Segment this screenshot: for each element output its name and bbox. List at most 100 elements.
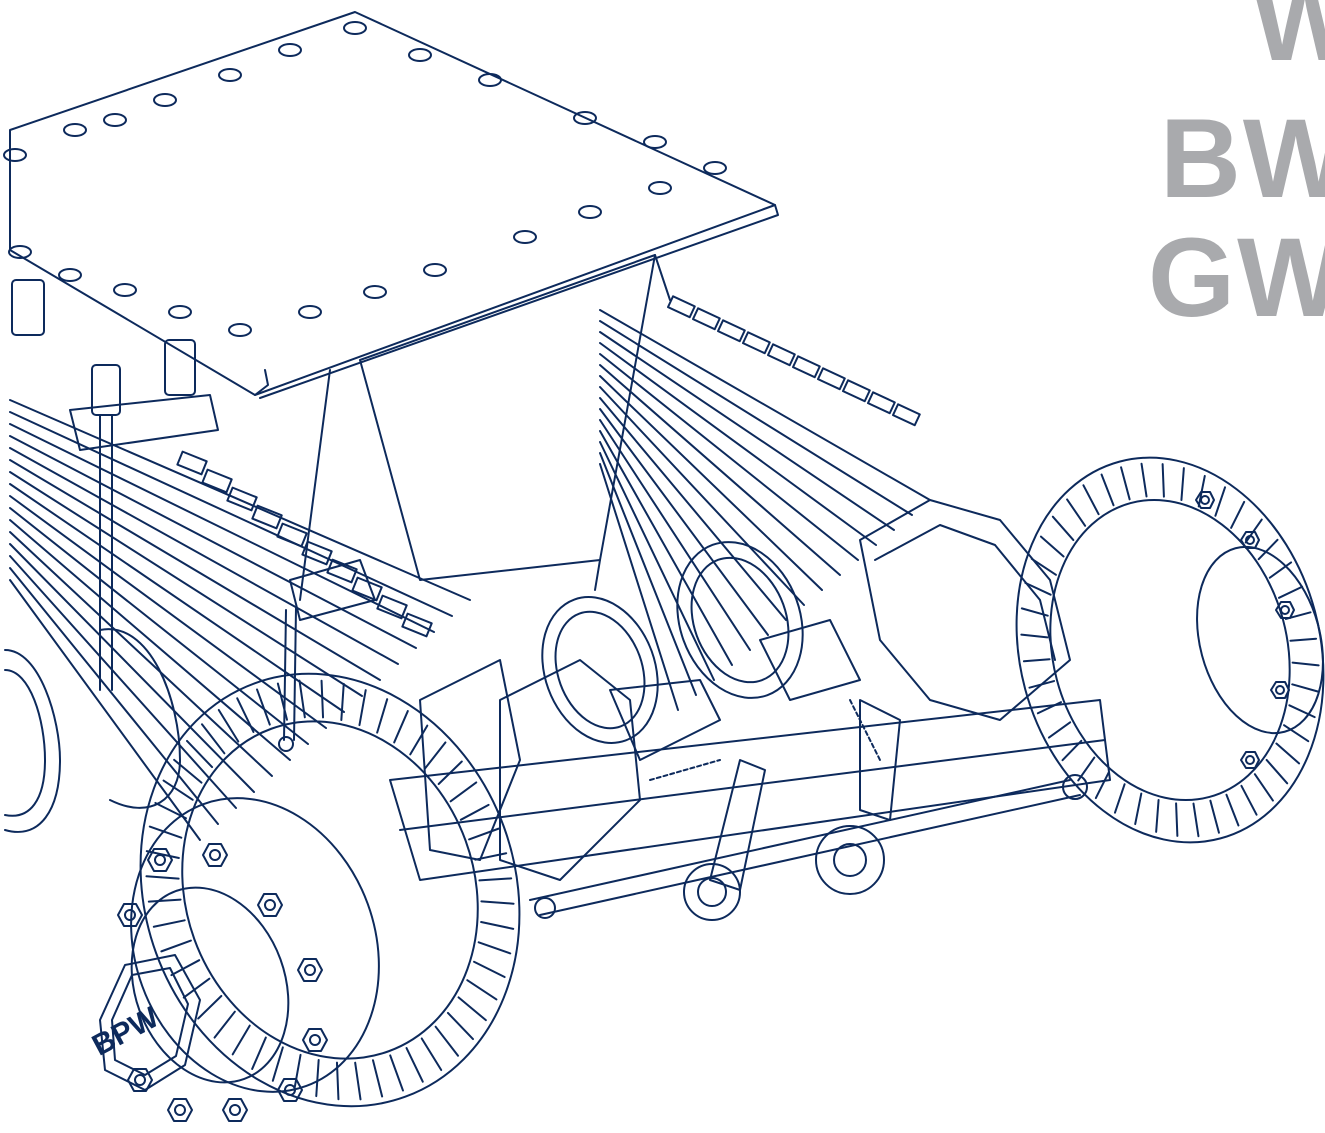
drum-fin bbox=[1120, 466, 1131, 501]
wheel-nut bbox=[302, 1028, 328, 1052]
spring-leaf bbox=[9, 543, 255, 793]
wheel-nut bbox=[1195, 491, 1215, 509]
wheel-nut-center bbox=[134, 1074, 146, 1086]
spring-leaf bbox=[599, 375, 823, 591]
drum-fin bbox=[1155, 798, 1160, 833]
drum-fin bbox=[1291, 661, 1320, 667]
wheel-nut bbox=[167, 1098, 193, 1122]
spring-step bbox=[691, 307, 721, 331]
spring-leaf bbox=[599, 353, 859, 561]
bolt-hole bbox=[153, 93, 177, 107]
drum-fin bbox=[1094, 771, 1110, 800]
u-bolts bbox=[11, 279, 376, 752]
drum-fin bbox=[478, 877, 513, 882]
drum-fin bbox=[152, 919, 186, 928]
drum-fin bbox=[466, 979, 498, 1001]
drum-fin bbox=[1291, 683, 1320, 693]
drum-fin bbox=[1175, 802, 1179, 837]
wheel-nut bbox=[297, 958, 323, 982]
wheel-nut bbox=[147, 848, 173, 872]
drum-fin bbox=[293, 1053, 302, 1091]
spring-step bbox=[891, 403, 921, 427]
drum-fin bbox=[197, 994, 223, 1020]
drum-fin bbox=[182, 977, 211, 999]
drum-fin bbox=[424, 741, 447, 770]
brake-chambers bbox=[541, 541, 861, 761]
drum-fin bbox=[376, 698, 389, 734]
drum-fin bbox=[1244, 518, 1263, 544]
drum-fin bbox=[1140, 462, 1148, 498]
spring-step bbox=[226, 486, 258, 512]
bolt-hole bbox=[363, 285, 387, 299]
wheel-nut-center bbox=[174, 1104, 186, 1116]
drum-fin bbox=[1066, 498, 1087, 527]
drum-fin bbox=[1283, 724, 1310, 743]
bolt-hole bbox=[478, 73, 502, 87]
slack-adjusters bbox=[649, 699, 901, 921]
drum-fin bbox=[449, 781, 478, 803]
drum-fin bbox=[371, 1059, 384, 1098]
drum-fin bbox=[315, 1058, 320, 1098]
bolt-hole bbox=[228, 323, 252, 337]
drum-fin bbox=[276, 682, 289, 721]
wheel-nut-center bbox=[154, 854, 166, 866]
axle-beam bbox=[389, 699, 1111, 919]
spring-step bbox=[201, 468, 233, 494]
spring-step bbox=[816, 367, 846, 391]
hub-cap bbox=[99, 954, 201, 1091]
hub-cap-logo: BPW bbox=[87, 1000, 165, 1062]
spring-leaf bbox=[599, 397, 787, 621]
bolt-hole bbox=[643, 135, 667, 149]
spring-leaf bbox=[9, 411, 453, 617]
hub-cap-inner bbox=[111, 967, 189, 1076]
spring-step bbox=[766, 343, 796, 367]
bolt-hole bbox=[218, 68, 242, 82]
heading-line-1: W bbox=[1252, 0, 1325, 84]
drum-fin bbox=[1180, 467, 1185, 502]
wheel-nut-center bbox=[1275, 685, 1285, 695]
drum-fin bbox=[320, 679, 325, 719]
drum-fin bbox=[271, 1046, 284, 1082]
bolt-hole bbox=[703, 161, 727, 175]
drum-fin bbox=[1268, 561, 1293, 579]
wheel-nut bbox=[257, 893, 283, 917]
bolt-hole bbox=[3, 148, 27, 162]
spring-leaf bbox=[9, 567, 219, 825]
left-wheel-partial bbox=[4, 628, 181, 833]
bolt-holes bbox=[3, 21, 727, 337]
spring-leaf bbox=[9, 423, 435, 633]
drum-fin bbox=[446, 1011, 474, 1041]
drum-fin bbox=[474, 852, 508, 861]
drum-fin bbox=[1100, 473, 1115, 507]
spring-step bbox=[841, 379, 871, 403]
drum-fin bbox=[162, 779, 194, 801]
drum-fin bbox=[434, 1025, 460, 1057]
drum-fin bbox=[1230, 500, 1246, 529]
wheel-nut-center bbox=[309, 1034, 321, 1046]
bolt-hole bbox=[513, 230, 537, 244]
spring-step bbox=[351, 576, 383, 602]
spring-step bbox=[716, 319, 746, 343]
drum-fin bbox=[1047, 721, 1072, 739]
wheel-nut-center bbox=[229, 1104, 241, 1116]
drum-fin bbox=[1113, 783, 1126, 814]
spring-leaf bbox=[9, 495, 327, 729]
wheel-nut-center bbox=[124, 909, 136, 921]
drum-fin bbox=[480, 921, 515, 930]
spring-leaf bbox=[9, 531, 273, 777]
wheel-nut-center bbox=[264, 899, 276, 911]
drum-fin bbox=[1225, 793, 1240, 827]
wheel-nut bbox=[1240, 751, 1260, 769]
front-hub bbox=[130, 886, 290, 1084]
drum-fin bbox=[480, 900, 515, 905]
drum-fin bbox=[1082, 484, 1100, 516]
spring-leaf bbox=[599, 309, 931, 501]
drum-rim-inner bbox=[1049, 498, 1291, 802]
rear-hub bbox=[1196, 545, 1324, 735]
drum-fin bbox=[1161, 463, 1165, 498]
drum-fin bbox=[256, 688, 271, 726]
bolt-hole bbox=[423, 263, 447, 277]
bolt-hole bbox=[408, 48, 432, 62]
mounting-plate bbox=[3, 11, 779, 399]
